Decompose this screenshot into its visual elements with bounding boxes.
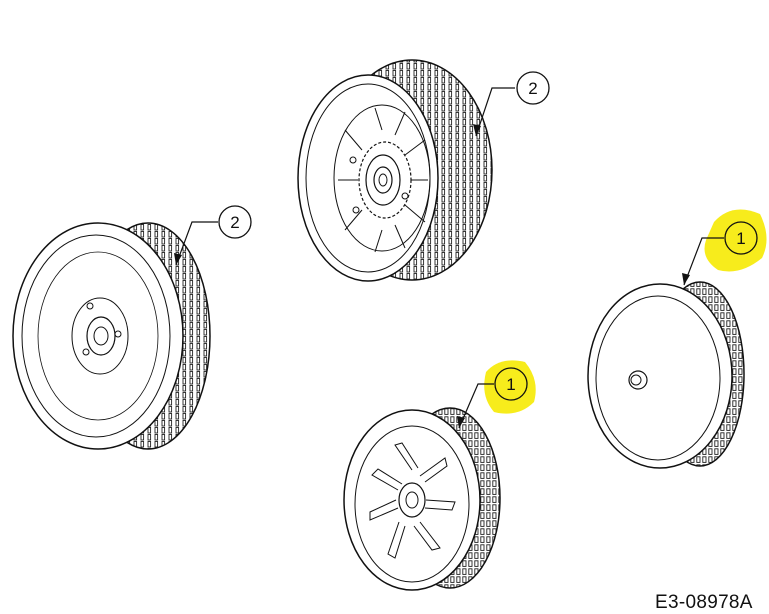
wheel-bottom (343, 407, 501, 591)
wheel-left (12, 222, 211, 450)
callout-1-right: 1 (682, 209, 767, 286)
callout-2-left: 2 (174, 205, 252, 266)
figure-id: E3-08978A (655, 592, 753, 613)
callout-2-left-number: 2 (230, 213, 239, 232)
callout-2-top-number: 2 (528, 79, 537, 98)
callout-1-right-number: 1 (736, 229, 745, 248)
wheel-top (297, 59, 493, 282)
callout-2-top: 2 (473, 71, 550, 137)
wheel-right (587, 281, 745, 469)
callout-1-bottom-number: 1 (506, 375, 515, 394)
callout-1-bottom: 1 (457, 360, 536, 429)
